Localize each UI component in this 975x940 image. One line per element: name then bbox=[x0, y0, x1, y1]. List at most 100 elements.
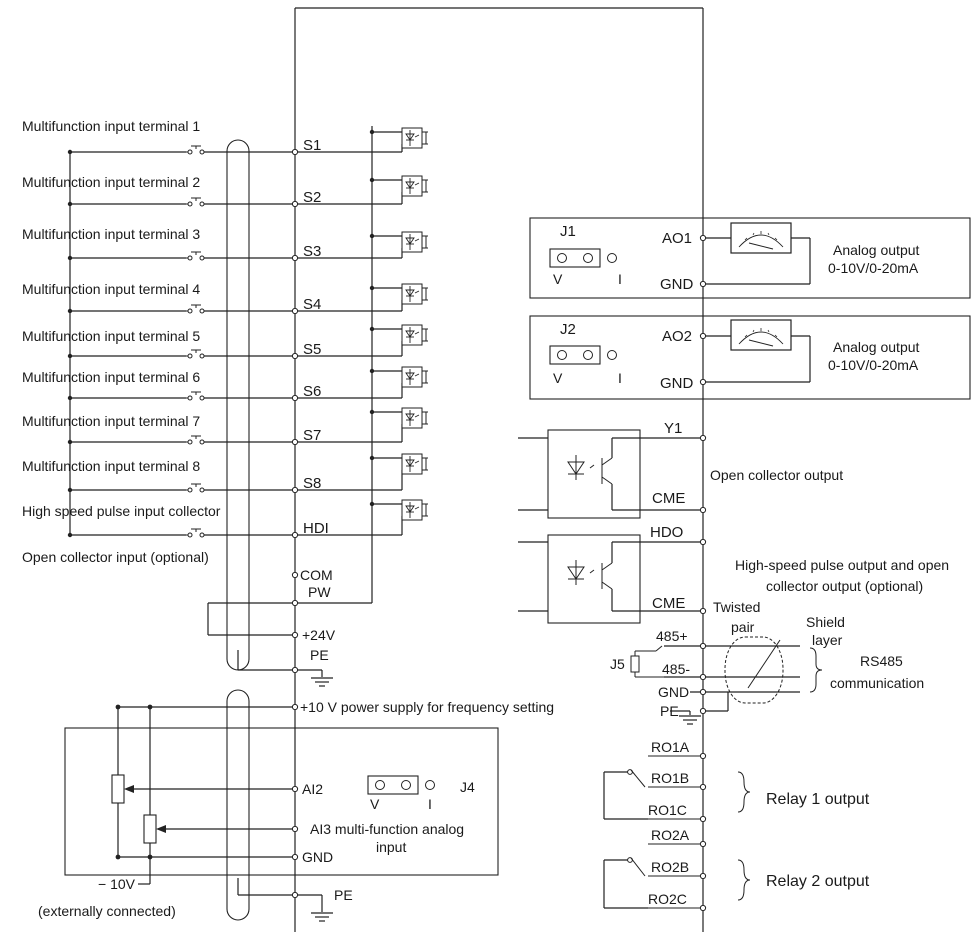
p24-label: +24V bbox=[302, 627, 336, 643]
ao2-desc: Analog output bbox=[833, 339, 920, 355]
j1-v: V bbox=[553, 271, 563, 287]
hs-desc-2: collector output (optional) bbox=[766, 578, 923, 594]
ai3-label-2: input bbox=[376, 839, 406, 855]
relay-2: RO2A RO2B RO2C Relay 2 output bbox=[603, 827, 870, 912]
switch-icon bbox=[179, 391, 205, 401]
ext-note: (externally connected) bbox=[38, 903, 176, 919]
input-terminal-desc: Multifunction input terminal 4 bbox=[22, 281, 200, 297]
j4-v: V bbox=[370, 796, 380, 812]
ro2c-label: RO2C bbox=[648, 891, 687, 907]
ao2-range: 0-10V/0-20mA bbox=[828, 357, 919, 373]
optocoupler-icon bbox=[401, 499, 429, 521]
relay-1: RO1A RO1B RO1C Relay 1 output bbox=[603, 739, 870, 823]
ro2b-label: RO2B bbox=[651, 859, 689, 875]
ao2-gnd-label: GND bbox=[660, 375, 694, 392]
oc-desc: Open collector output bbox=[710, 467, 843, 483]
ao1-gnd-label: GND bbox=[660, 276, 694, 293]
optocoupler-icon bbox=[401, 127, 429, 149]
n485-label: 485- bbox=[662, 661, 690, 677]
relay2-desc: Relay 2 output bbox=[766, 873, 870, 890]
comm-label: communication bbox=[830, 675, 924, 691]
jumper-j2 bbox=[549, 345, 618, 365]
analog-input-section: +10 V power supply for frequency setting… bbox=[38, 689, 554, 922]
input-terminal-name: S7 bbox=[303, 427, 321, 444]
rs-gnd-label: GND bbox=[658, 684, 689, 700]
ro1a-label: RO1A bbox=[651, 739, 690, 755]
input-terminal-name: HDI bbox=[303, 520, 329, 537]
input-terminal-name: S6 bbox=[303, 383, 321, 400]
j2-i: I bbox=[618, 370, 622, 386]
optocoupler-icon bbox=[401, 175, 429, 197]
pair-label: pair bbox=[731, 619, 755, 635]
optocoupler-icon bbox=[401, 231, 429, 253]
j1-i: I bbox=[618, 271, 622, 287]
hdi-note: Open collector input (optional) bbox=[22, 549, 209, 565]
ref-supply-label: +10 V power supply for frequency setting bbox=[300, 699, 554, 715]
j4-label: J4 bbox=[460, 779, 475, 795]
input-section: Multifunction input terminal 1 S1Multifun… bbox=[22, 118, 429, 687]
j4-i: I bbox=[428, 796, 432, 812]
switch-icon bbox=[179, 251, 205, 261]
ai-gnd-label: GND bbox=[302, 849, 333, 865]
input-terminal-name: S3 bbox=[303, 243, 321, 260]
input-terminal-name: S1 bbox=[303, 137, 321, 154]
optocoupler-icon bbox=[401, 324, 429, 346]
meter-icon bbox=[730, 222, 792, 254]
com-label: COM bbox=[300, 567, 333, 583]
cme2-label: CME bbox=[652, 595, 685, 612]
ai-pe-label: PE bbox=[334, 887, 353, 903]
switch-icon bbox=[179, 528, 205, 538]
controller-box bbox=[294, 7, 704, 932]
switch-icon bbox=[179, 197, 205, 207]
j2-v: V bbox=[553, 370, 563, 386]
input-terminal-name: S5 bbox=[303, 341, 321, 358]
ro2a-label: RO2A bbox=[651, 827, 690, 843]
layer-label: layer bbox=[812, 632, 843, 648]
meter-icon bbox=[730, 319, 792, 351]
input-terminal-desc: High speed pulse input collector bbox=[22, 503, 221, 519]
input-terminal-name: S2 bbox=[303, 189, 321, 206]
p485-label: 485+ bbox=[656, 628, 688, 644]
twisted-label: Twisted bbox=[713, 599, 760, 615]
optocoupler-icon bbox=[401, 407, 429, 429]
input-terminal-name: S8 bbox=[303, 475, 321, 492]
ro1c-label: RO1C bbox=[648, 802, 687, 818]
input-terminal-name: S4 bbox=[303, 296, 321, 313]
ground-icon bbox=[310, 677, 334, 687]
pe-label: PE bbox=[310, 647, 329, 663]
switch-icon bbox=[179, 435, 205, 445]
relay1-desc: Relay 1 output bbox=[766, 791, 870, 808]
j2-label: J2 bbox=[560, 321, 576, 338]
y1-label: Y1 bbox=[664, 420, 682, 437]
cme1-label: CME bbox=[652, 490, 685, 507]
ai3-label: AI3 multi-function analog bbox=[310, 821, 464, 837]
input-terminal-desc: Multifunction input terminal 5 bbox=[22, 328, 200, 344]
optocoupler-icon bbox=[401, 453, 429, 475]
ai2-label: AI2 bbox=[302, 781, 323, 797]
jumper-j1 bbox=[549, 248, 618, 268]
rs-pe-label: PE bbox=[660, 703, 679, 719]
open-collector-output: Y1 CME Open collector output bbox=[518, 420, 843, 519]
switch-icon bbox=[179, 145, 205, 155]
analog-output-j2: J2 V I AO2 GND Analog output 0-10V/0-20m… bbox=[529, 315, 971, 400]
input-terminal-desc: Multifunction input terminal 8 bbox=[22, 458, 200, 474]
optocoupler-icon bbox=[401, 283, 429, 305]
analog-output-j1: J1 V I AO1 GND Analog output 0-10V/0-20m… bbox=[529, 217, 971, 299]
input-terminal-desc: Multifunction input terminal 3 bbox=[22, 226, 200, 242]
minus10-label: − 10V bbox=[98, 876, 136, 892]
ao1-desc: Analog output bbox=[833, 242, 920, 258]
switch-icon bbox=[179, 349, 205, 359]
input-terminal-desc: Multifunction input terminal 7 bbox=[22, 413, 200, 429]
input-terminal-desc: Multifunction input terminal 2 bbox=[22, 174, 200, 190]
rs485-section: Twisted pair Shield layer RS485 communic… bbox=[610, 599, 924, 725]
high-speed-output: HDO CME High-speed pulse output and open… bbox=[518, 524, 949, 624]
input-terminal-desc: Multifunction input terminal 6 bbox=[22, 369, 200, 385]
switch-icon bbox=[179, 304, 205, 314]
rs485-label: RS485 bbox=[860, 653, 903, 669]
shield-label: Shield bbox=[806, 614, 845, 630]
ao2-label: AO2 bbox=[662, 328, 692, 345]
ao1-range: 0-10V/0-20mA bbox=[828, 260, 919, 276]
input-terminal-desc: Multifunction input terminal 1 bbox=[22, 118, 200, 134]
j1-label: J1 bbox=[560, 223, 576, 240]
